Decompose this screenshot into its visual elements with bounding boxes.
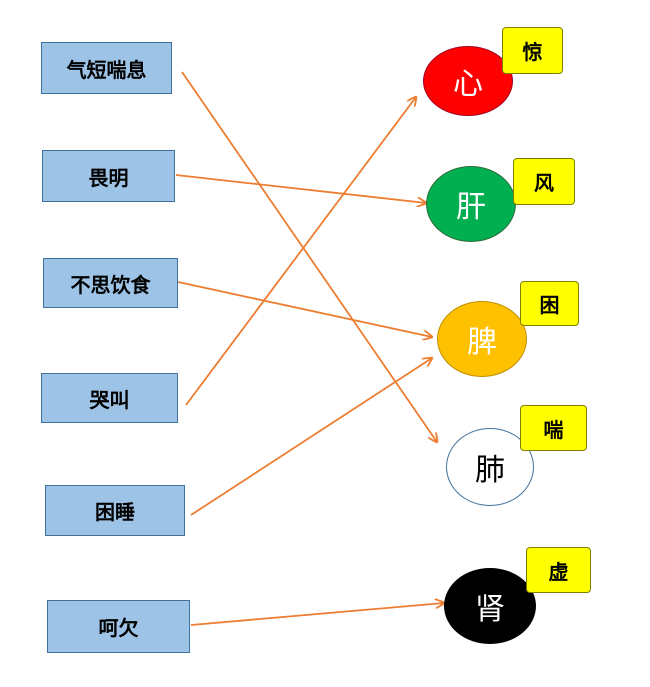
arrow-0-to-3 [181, 71, 437, 442]
symptom-label: 困睡 [95, 500, 135, 524]
organ-label: 肝 [456, 190, 486, 225]
symptom-box-yawning: 呵欠 [47, 600, 190, 653]
symptom-label: 气短喘息 [66, 57, 147, 82]
tag-label: 风 [534, 171, 554, 195]
organ-label: 脾 [467, 325, 497, 360]
tag-label: 喘 [543, 417, 564, 442]
symptom-box-shortness-of-breath: 气短喘息 [41, 42, 172, 94]
arrow-5-to-4 [190, 603, 444, 626]
tag-deficiency: 虚 [526, 547, 591, 593]
tag-label: 困 [539, 293, 560, 317]
symptom-label: 哭叫 [89, 387, 130, 412]
tag-sleepy: 困 [520, 281, 579, 326]
organ-lung: 肺 [446, 428, 534, 506]
symptom-box-crying: 哭叫 [41, 373, 178, 423]
symptom-label: 呵欠 [98, 616, 139, 640]
tag-label: 惊 [522, 40, 543, 64]
tag-wind: 风 [513, 158, 575, 205]
tag-fright: 惊 [502, 27, 563, 74]
organ-label: 肾 [475, 592, 505, 627]
organ-label: 心 [453, 67, 483, 102]
organ-spleen: 脾 [437, 301, 527, 377]
symptom-box-photophobia: 畏明 [42, 150, 175, 202]
arrow-4-to-2 [190, 358, 432, 516]
organ-liver: 肝 [426, 166, 516, 242]
tag-label: 虚 [548, 559, 569, 584]
symptom-label: 畏明 [88, 165, 129, 190]
organ-heart: 心 [423, 46, 513, 116]
symptom-label: 不思饮食 [70, 272, 151, 297]
symptom-box-no-appetite: 不思饮食 [43, 258, 178, 308]
tag-wheeze: 喘 [520, 405, 587, 451]
organ-label: 肺 [475, 453, 505, 488]
arrow-1-to-1 [175, 174, 426, 203]
symptom-box-drowsiness: 困睡 [45, 485, 185, 536]
arrow-3-to-0 [185, 97, 416, 406]
organ-kidney: 肾 [444, 568, 536, 644]
arrow-2-to-2 [177, 281, 432, 337]
